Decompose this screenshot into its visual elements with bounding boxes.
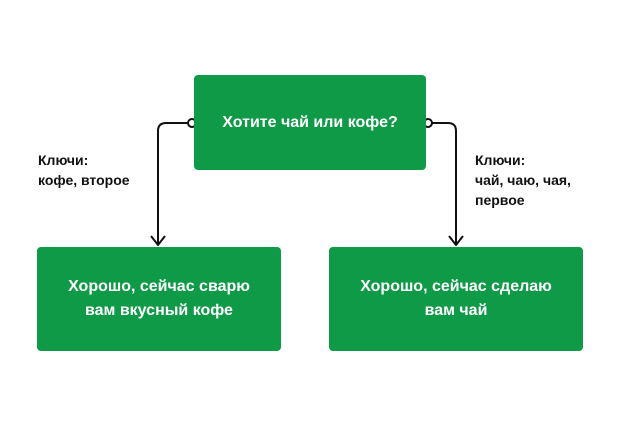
answer-tea-text: Хорошо, сейчас сделаю вам чай bbox=[360, 278, 552, 319]
keys-right-title: Ключи: bbox=[475, 152, 526, 168]
question-node: Хотите чай или кофе? bbox=[194, 75, 426, 170]
answer-node-tea: Хорошо, сейчас сделаю вам чай bbox=[329, 247, 583, 351]
keys-right-values-line2: первое bbox=[475, 192, 525, 208]
keys-left-values: кофе, второе bbox=[38, 172, 130, 188]
connector-left bbox=[157, 122, 190, 244]
connector-left-arrowhead bbox=[150, 235, 166, 246]
question-text: Хотите чай или кофе? bbox=[222, 113, 398, 131]
keys-right-values-line1: чай, чаю, чая, bbox=[475, 172, 571, 188]
keys-left: Ключи: кофе, второе bbox=[38, 150, 130, 190]
answer-node-coffee: Хорошо, сейчас сварю вам вкусный кофе bbox=[37, 247, 281, 351]
keys-right: Ключи: чай, чаю, чая, первое bbox=[475, 150, 571, 210]
keys-left-title: Ключи: bbox=[38, 152, 89, 168]
answer-coffee-text: Хорошо, сейчас сварю вам вкусный кофе bbox=[68, 278, 250, 319]
connector-right-arrowhead bbox=[448, 235, 464, 246]
connector-right bbox=[430, 122, 457, 244]
